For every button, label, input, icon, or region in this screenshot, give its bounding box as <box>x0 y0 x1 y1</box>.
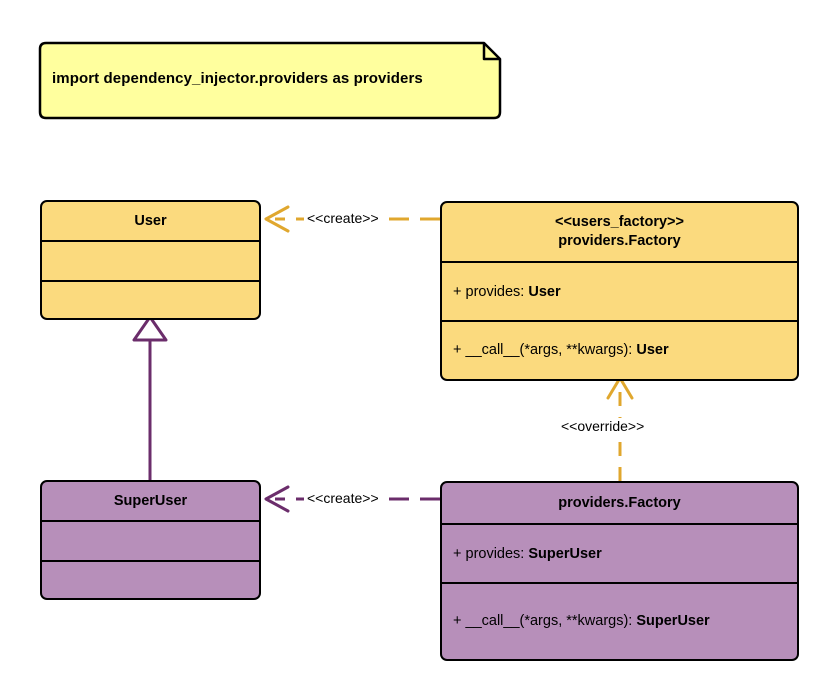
class-users-factory-attributes: + provides: User <box>442 261 797 320</box>
class-super-user-factory-name: providers.Factory <box>558 494 681 511</box>
class-super-user-title: SuperUser <box>42 482 259 520</box>
class-super-user-factory-operations: + __call__(*args, **kwargs): SuperUser <box>442 582 797 657</box>
operation-visibility: + <box>453 612 462 629</box>
attribute-name: provides: <box>465 283 525 300</box>
class-super-user-name: SuperUser <box>113 492 188 509</box>
operation-type: SuperUser <box>636 612 710 629</box>
operation-type: User <box>636 342 669 358</box>
class-super-user-attributes <box>42 520 259 560</box>
inheritance-hollow-triangle <box>132 315 168 342</box>
note-body <box>38 41 502 120</box>
relation-label-override: <<override>> <box>558 418 648 434</box>
class-users-factory-name: providers.Factory <box>558 233 681 249</box>
attribute-name: provides: <box>465 545 525 562</box>
attribute-type: User <box>528 283 561 300</box>
note-folded-corner-icon <box>482 43 500 61</box>
class-user[interactable]: User <box>40 200 261 320</box>
note-text: import dependency_injector.providers as … <box>52 70 423 87</box>
operation-visibility: + <box>453 342 462 358</box>
class-user-title: User <box>42 202 259 240</box>
class-users-factory-operations: + __call__(*args, **kwargs): User <box>442 320 797 378</box>
uml-note: import dependency_injector.providers as … <box>38 41 502 120</box>
create-super-user-arrowhead <box>264 485 290 513</box>
operation-name: __call__(*args, **kwargs): <box>465 612 633 629</box>
relation-create-user <box>264 205 440 233</box>
class-user-name: User <box>134 212 167 229</box>
attribute-visibility: + <box>453 283 462 300</box>
class-super-user[interactable]: SuperUser <box>40 480 261 600</box>
relation-inheritance <box>132 315 168 480</box>
class-users-factory[interactable]: <<users_factory>> providers.Factory + pr… <box>440 201 799 381</box>
class-super-user-factory-attributes: + provides: SuperUser <box>442 523 797 582</box>
operation-name: __call__(*args, **kwargs): <box>465 342 633 358</box>
class-super-user-factory[interactable]: providers.Factory + provides: SuperUser … <box>440 481 799 661</box>
relation-create-super-user <box>264 485 440 513</box>
create-user-arrowhead <box>264 205 290 233</box>
class-super-user-operations <box>42 560 259 598</box>
class-user-operations <box>42 280 259 318</box>
class-users-factory-title: <<users_factory>> providers.Factory <box>442 203 797 261</box>
class-users-factory-stereotype: <<users_factory>> <box>555 214 684 231</box>
attribute-type: SuperUser <box>528 545 602 562</box>
attribute-visibility: + <box>453 545 462 562</box>
relation-label-create-user: <<create>> <box>304 210 382 226</box>
relation-label-create-super-user: <<create>> <box>304 490 382 506</box>
class-super-user-factory-title: providers.Factory <box>442 483 797 523</box>
class-user-attributes <box>42 240 259 280</box>
note-shape <box>38 41 502 120</box>
